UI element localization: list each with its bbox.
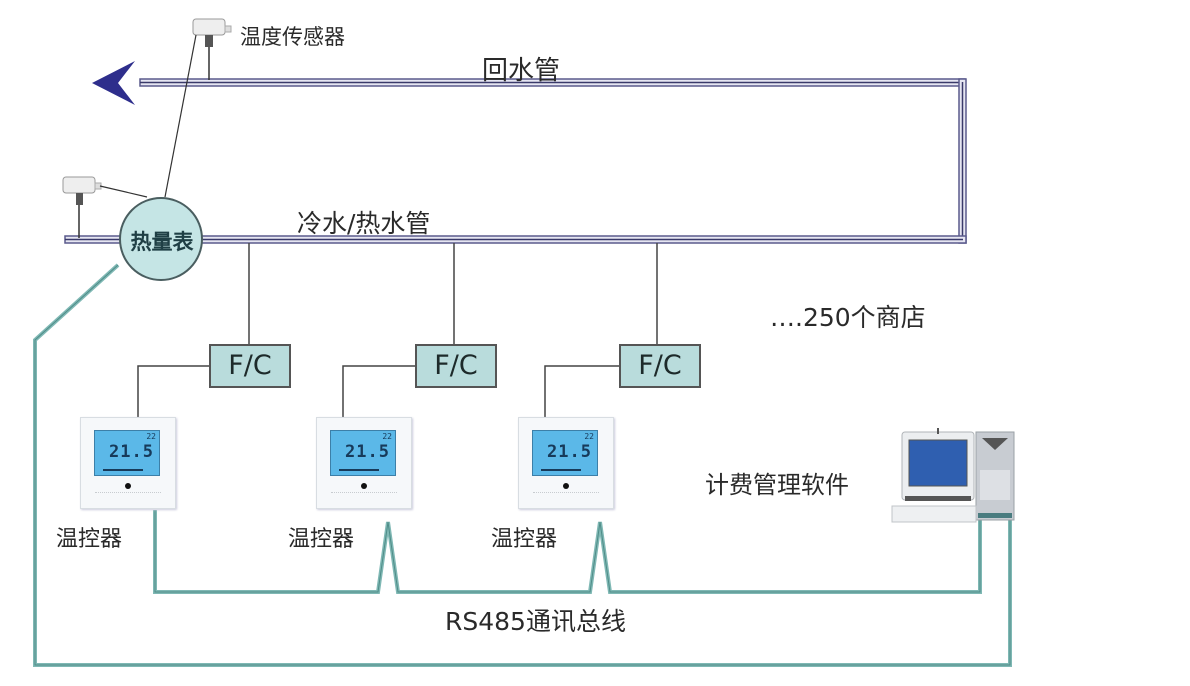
label-thermostat: 温控器 [491,527,558,552]
branch-lines [137,243,658,418]
flow-arrow-icon [92,61,135,105]
thermostat-temperature: 21.5 [109,442,154,462]
label-temperature-sensor: 温度传感器 [240,25,345,49]
label-rs485-bus: RS485通讯总线 [445,607,626,636]
thermostat-button-icon [361,483,367,489]
thermostat-temperature: 21.5 [345,442,390,462]
return-pipe [139,78,967,244]
fan-coil-unit: F/C [415,344,497,388]
fan-coil-unit: F/C [209,344,291,388]
supply-pipe [64,235,967,244]
thermostat-button-icon [125,483,131,489]
computer-icon [891,428,1015,523]
temperature-sensor-icon [192,18,232,80]
thermostat-device: 22 21.5 [316,417,412,509]
thermostat-button-icon [563,483,569,489]
fan-coil-unit: F/C [619,344,701,388]
heat-meter [119,197,203,281]
thermostat-screen: 22 21.5 [94,430,160,476]
thermostat-setpoint: 22 [382,432,392,441]
label-supply-pipe: 冷水/热水管 [297,209,431,238]
temperature-sensor-2-icon [62,176,102,238]
label-return-pipe: 回水管 [482,56,561,86]
thermostat-setpoint: 22 [146,432,156,441]
thermostat-screen: 22 21.5 [532,430,598,476]
thermostat-setpoint: 22 [584,432,594,441]
thermostat-temperature: 21.5 [547,442,592,462]
label-thermostat: 温控器 [56,527,123,552]
label-shop-count: ….250个商店 [770,303,926,332]
thermostat-screen: 22 21.5 [330,430,396,476]
label-heat-meter: 热量表 [130,230,194,254]
thermostat-device: 22 21.5 [518,417,614,509]
thermostat-device: 22 21.5 [80,417,176,509]
label-thermostat: 温控器 [288,527,355,552]
label-billing-software: 计费管理软件 [705,471,849,499]
